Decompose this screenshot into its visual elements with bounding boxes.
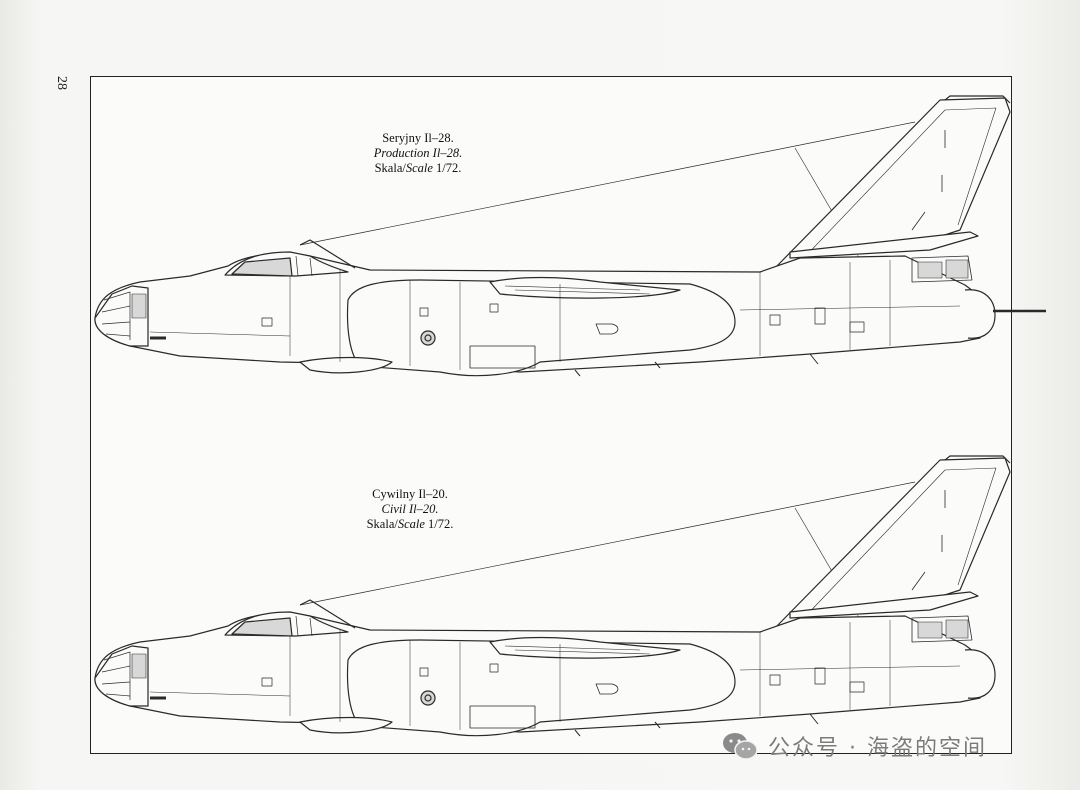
wechat-logo-icon (723, 733, 758, 760)
top-caption-english: Production Il–28. (373, 146, 463, 160)
watermark: 公众号 · 海盗的空间 (722, 728, 987, 764)
civil-il20-drawing (93, 454, 1012, 738)
bottom-caption-scale: Skala/Scale 1/72. (366, 517, 454, 531)
watermark-text: 公众号 · 海盗的空间 (768, 736, 987, 761)
top-caption-title: Seryjny Il–28. (382, 131, 454, 145)
top-caption-scale: Skala/Scale 1/72. (374, 161, 462, 175)
production-il28-drawing (93, 94, 1046, 378)
bottom-caption: Cywilny Il–20. Civil Il–20. Skala/Scale … (310, 487, 510, 532)
bottom-caption-english: Civil Il–20. (381, 502, 439, 516)
bottom-caption-title: Cywilny Il–20. (372, 487, 448, 501)
top-caption: Seryjny Il–28. Production Il–28. Skala/S… (318, 131, 518, 176)
